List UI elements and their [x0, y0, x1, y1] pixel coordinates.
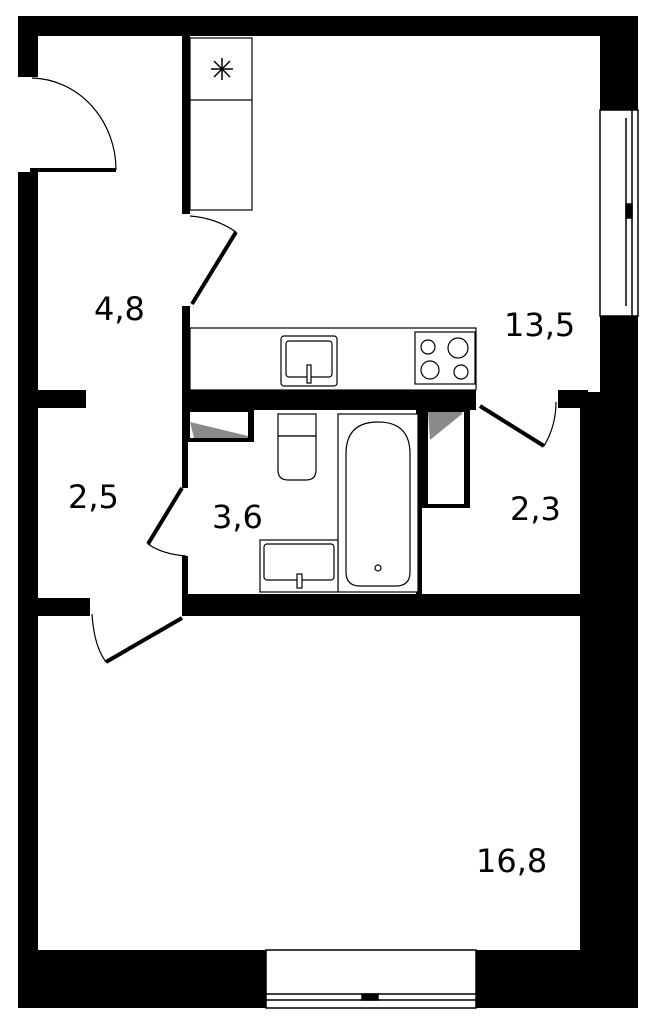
wall-left-lower — [18, 172, 38, 1008]
window-bedroom — [265, 949, 477, 1009]
wall-corridor-bath-upper — [182, 406, 188, 488]
doors — [18, 75, 557, 664]
cooktop-icon — [414, 331, 476, 385]
wall-right-top — [600, 16, 638, 110]
wall-top — [18, 16, 638, 36]
area-label-kitchen-living: 13,5 — [504, 306, 575, 344]
bathtub-icon — [337, 413, 419, 593]
area-label-storage: 2,3 — [510, 490, 561, 528]
door-storage — [478, 401, 557, 448]
wall-bottom-right — [476, 950, 638, 1008]
area-label-bedroom: 16,8 — [476, 842, 547, 880]
window-kitchen — [599, 109, 639, 317]
door-bathroom — [146, 486, 187, 557]
wall-bedroom-top-right — [182, 594, 588, 616]
area-label-bathroom: 3,6 — [212, 498, 263, 536]
wall-right-mid — [600, 316, 638, 398]
wall-bottom-left — [18, 950, 266, 1008]
door-bedroom — [91, 613, 184, 664]
wall-hall-kitchen-lower — [182, 306, 190, 406]
wall-hall-kitchen-upper — [182, 36, 190, 214]
snowflake-icon — [211, 58, 233, 80]
door-kitchen — [189, 215, 238, 306]
wall-left-upper — [18, 16, 38, 76]
door-entrance — [18, 75, 117, 172]
storage-shelf — [422, 410, 470, 508]
walls — [18, 16, 638, 1008]
sink-icon — [280, 335, 338, 387]
kitchen-counter — [189, 327, 477, 391]
area-label-hall: 4,8 — [94, 290, 145, 328]
area-label-corridor: 2,5 — [68, 478, 119, 516]
wall-kitchen-bath — [182, 390, 476, 410]
bath-sink-icon — [259, 539, 339, 593]
fridge — [189, 37, 253, 211]
toilet-icon — [277, 413, 317, 481]
wall-hall-corridor — [18, 390, 86, 408]
wall-bedroom-top-left — [18, 598, 90, 616]
wall-corridor-bath-lower — [182, 556, 188, 596]
wall-right-lower — [580, 392, 638, 1008]
wall-bath-storage — [416, 406, 422, 600]
bath-shelf — [186, 410, 254, 442]
wall-kitchen-storage-right — [558, 390, 588, 408]
